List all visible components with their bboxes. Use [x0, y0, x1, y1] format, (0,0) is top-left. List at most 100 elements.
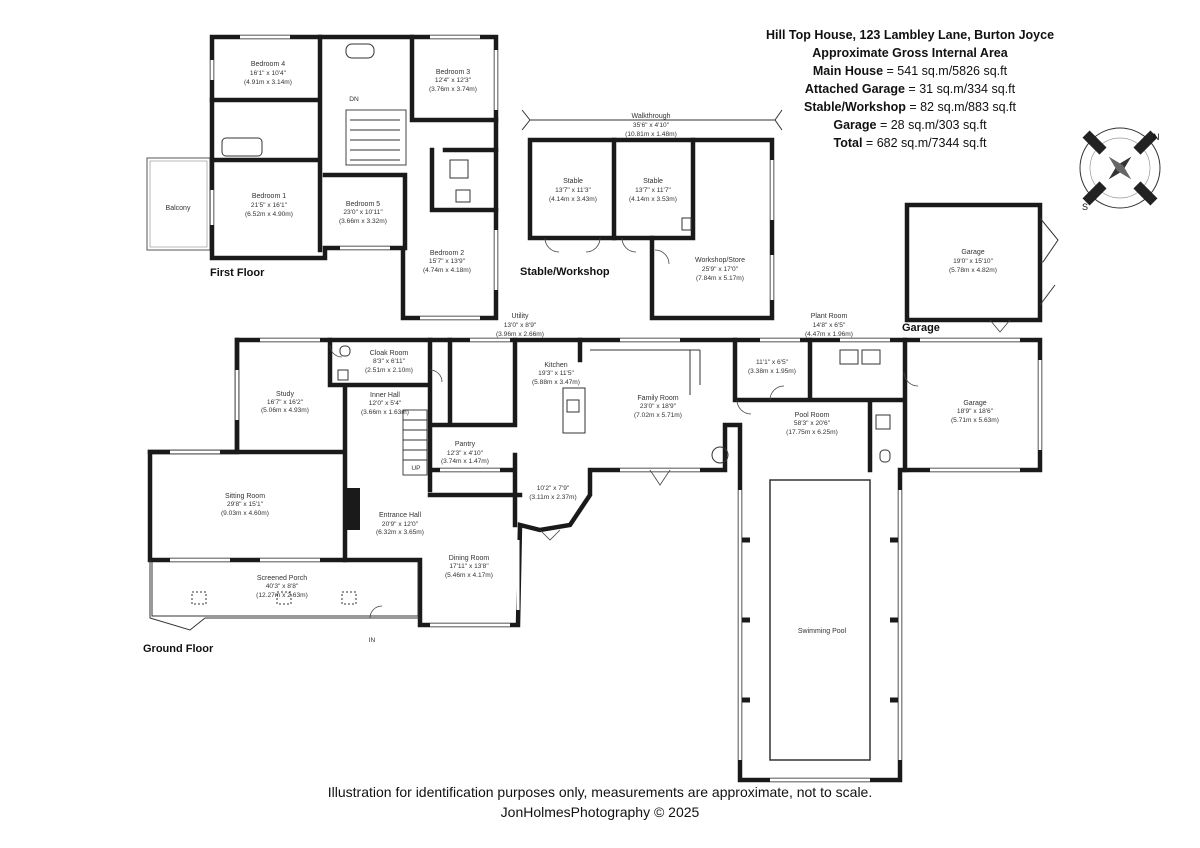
room-dims: 58'3" x 20'6": [794, 420, 831, 427]
bath-icon: [221, 137, 263, 157]
room-dims: (12.27m x 2.63m): [256, 592, 308, 599]
room-name: Study: [276, 391, 294, 398]
room-dims: 13'7" x 11'7": [635, 187, 671, 194]
room-dims: (5.71m x 5.63m): [951, 417, 999, 424]
room-dims: 12'0" x 5'4": [369, 400, 402, 407]
room-name: Pantry: [455, 441, 476, 448]
room-dims: 29'8" x 15'1": [227, 501, 264, 508]
room-dims: (5.46m x 4.17m): [445, 572, 493, 579]
stair-marker-down: DN: [349, 96, 359, 103]
address: Hill Top House, 123 Lambley Lane, Burton…: [765, 28, 1055, 42]
room-dims: 12'4" x 12'3": [435, 77, 472, 84]
stable-internal-walls: [611, 137, 696, 241]
first-floor-plan: [146, 34, 499, 321]
bath-icon: [345, 43, 375, 59]
room-dims: 14'8" x 6'5": [813, 322, 846, 329]
room-dims: 16'1" x 10'4": [250, 70, 287, 77]
stair-treads: [350, 119, 400, 161]
detached-garage-plan: [904, 202, 1059, 333]
room-name: Swimming Pool: [798, 628, 847, 635]
room-dims: (3.66m x 3.32m): [339, 218, 387, 225]
floor-label-first: First Floor: [210, 267, 265, 279]
room-dims: 8'3" x 6'11": [373, 358, 406, 365]
balcony-outline: [146, 157, 211, 251]
sink-icon: [681, 217, 692, 231]
area-title: Approximate Gross Internal Area: [812, 46, 1008, 60]
room-name: Family Room: [637, 395, 678, 402]
room-name: Bedroom 1: [252, 193, 286, 200]
room-name: Stable: [563, 178, 583, 185]
room-name: Garage: [963, 400, 986, 407]
stove-icon: [711, 446, 729, 464]
room-dims: 40'3" x 8'8": [266, 583, 299, 590]
room-dims: (3.96m x 2.66m): [496, 331, 544, 338]
garage-walls: [904, 202, 1043, 323]
room-dims: (6.32m x 3.65m): [376, 529, 424, 536]
shower-icon: [449, 159, 469, 179]
room-name: Pool Room: [795, 412, 830, 419]
room-name: Kitchen: [544, 362, 567, 369]
basin-icon: [455, 189, 471, 203]
room-name: Screened Porch: [257, 575, 307, 582]
room-name: Bedroom 3: [436, 69, 470, 76]
walkthrough-outline: [521, 109, 783, 131]
first-floor-stairs: [345, 109, 407, 166]
room-dims: (4.47m x 1.96m): [805, 331, 853, 338]
room-dims: 16'7" x 16'2": [267, 399, 304, 406]
front-door: [369, 605, 383, 619]
skylight-icon: [341, 591, 357, 605]
room-name: Walkthrough: [631, 113, 670, 120]
room-dims: (7.84m x 5.17m): [696, 275, 744, 282]
room-dims: (3.66m x 1.63m): [361, 409, 409, 416]
floor-label-garage: Garage: [902, 322, 940, 334]
floor-label-ground: Ground Floor: [143, 643, 214, 655]
room-name: Utility: [511, 313, 529, 320]
ground-floor-windows: [153, 338, 1042, 782]
disclaimer: Illustration for identification purposes…: [327, 784, 873, 800]
room-name: Stable: [643, 178, 663, 185]
stable-walls: [527, 137, 775, 321]
room-name: Dining Room: [449, 555, 490, 562]
room-dims: 15'7" x 13'9": [429, 258, 466, 265]
room-dims: 23'0" x 10'11": [343, 209, 383, 216]
room-dims: 19'0" x 15'10": [953, 258, 993, 265]
room-dims: 35'6" x 4'10": [633, 122, 670, 129]
swimming-pool: [769, 479, 871, 761]
porch-outline: [149, 560, 420, 631]
boiler-icon: [861, 349, 881, 365]
pool-room-piers: [740, 537, 900, 703]
room-dims: 17'11" x 13'8": [449, 563, 489, 570]
room-dims: 10'2" x 7'9": [537, 485, 570, 492]
room-dims: 25'9" x 17'0": [702, 266, 739, 273]
area-row: Total = 682 sq.m/7344 sq.ft: [833, 136, 987, 150]
stable-doors: [544, 237, 670, 265]
stable-workshop-plan: [521, 109, 783, 321]
room-dims: 21'5" x 16'1": [251, 202, 288, 209]
garage-door: [989, 319, 1011, 333]
room-dims: (4.91m x 3.14m): [244, 79, 292, 86]
room-name: Workshop/Store: [695, 257, 745, 264]
room-dims: (4.14m x 3.53m): [629, 196, 677, 203]
ground-floor-plan: [147, 337, 1043, 783]
room-dims: 13'7" x 11'3": [555, 187, 591, 194]
stair-treads: [403, 419, 427, 461]
room-name: Balcony: [166, 205, 191, 212]
area-row: Main House = 541 sq.m/5826 sq.ft: [812, 64, 1008, 78]
room-dims: (5.88m x 3.47m): [532, 379, 580, 386]
room-name: Bedroom 4: [251, 61, 285, 68]
room-dims: 12'3" x 4'10": [447, 450, 484, 457]
room-dims: (4.74m x 4.18m): [423, 267, 471, 274]
room-dims: 18'9" x 18'6": [957, 408, 994, 415]
basin-icon: [337, 369, 349, 381]
porch-inner: [151, 562, 419, 617]
credit: JonHolmesPhotography © 2025: [500, 804, 700, 820]
balcony-inner: [149, 160, 208, 248]
compass-north-label: N: [1153, 132, 1160, 142]
area-row: Garage = 28 sq.m/303 sq.ft: [833, 118, 987, 132]
shower-icon: [875, 414, 891, 430]
room-dims: (2.51m x 2.10m): [365, 367, 413, 374]
toilet-icon: [339, 345, 351, 357]
room-dims: (10.81m x 1.48m): [625, 131, 677, 138]
room-dims: 11'1" x 6'5": [756, 359, 789, 366]
